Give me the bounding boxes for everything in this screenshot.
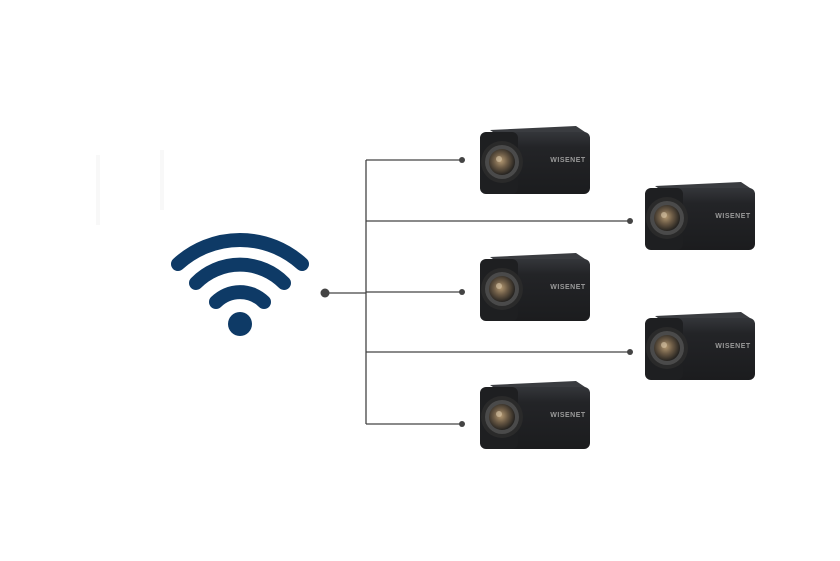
camera-3: WISENET: [480, 253, 590, 321]
connector-dots: [320, 157, 633, 427]
branch-dot-4: [627, 349, 633, 355]
background-streaks: [96, 150, 164, 225]
branch-dot-5: [459, 421, 465, 427]
wifi-arc-outer: [171, 232, 309, 271]
wifi-arc-middle: [189, 257, 291, 290]
camera-5: WISENET: [480, 381, 590, 449]
camera-brand-label: WISENET: [550, 412, 586, 419]
camera-brand-label: WISENET: [715, 213, 751, 220]
camera-brand-label: WISENET: [715, 343, 751, 350]
connector-tree: [325, 159, 630, 425]
camera-4: WISENET: [645, 312, 755, 380]
camera-brand-label: WISENET: [550, 157, 586, 164]
branch-dot-3: [459, 289, 465, 295]
branch-dot-1: [459, 157, 465, 163]
camera-2: WISENET: [645, 182, 755, 250]
wifi-dot: [228, 312, 252, 336]
camera-1: WISENET: [480, 126, 590, 194]
camera-brand-label: WISENET: [550, 284, 586, 291]
wifi-icon: [171, 232, 309, 336]
source-dot: [320, 288, 330, 298]
wifi-arc-inner: [209, 285, 271, 309]
branch-dot-2: [627, 218, 633, 224]
